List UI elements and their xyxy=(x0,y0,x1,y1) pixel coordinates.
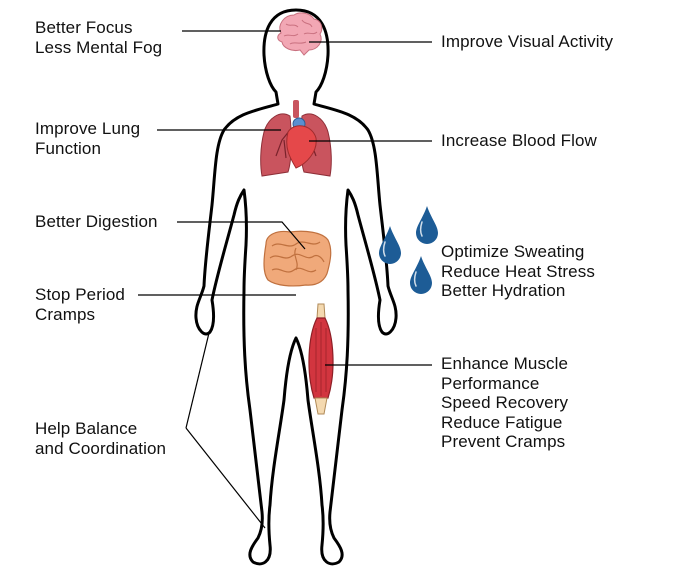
label-better-digestion: Better Digestion xyxy=(35,212,158,231)
label-better-focus: Better Focus Less Mental Fog xyxy=(35,18,163,57)
label-increase-blood-flow: Increase Blood Flow xyxy=(441,131,597,150)
sweat-drop-icon xyxy=(410,256,432,294)
body-outline xyxy=(194,8,398,566)
balance-leader-line-foot xyxy=(185,427,266,529)
digestion-leader-line xyxy=(177,221,306,250)
label-stop-period-cramps: Stop Period Cramps xyxy=(35,285,125,324)
label-improve-lung-function: Improve Lung Function xyxy=(35,119,141,158)
label-enhance-muscle-performance: Enhance Muscle Performance Speed Recover… xyxy=(441,354,569,451)
brain-icon xyxy=(277,12,323,56)
muscle-icon xyxy=(308,303,334,415)
label-improve-visual-activity: Improve Visual Activity xyxy=(441,32,614,51)
sweat-drop-icon xyxy=(416,206,438,244)
intestines-icon xyxy=(263,230,332,287)
leader-lines xyxy=(138,30,432,529)
label-optimize-sweating: Optimize Sweating Reduce Heat Stress Bet… xyxy=(441,242,595,300)
sweat-drops-icon xyxy=(379,206,438,294)
balance-leader-line-hand xyxy=(185,332,210,429)
label-help-balance: Help Balance and Coordination xyxy=(35,419,167,458)
